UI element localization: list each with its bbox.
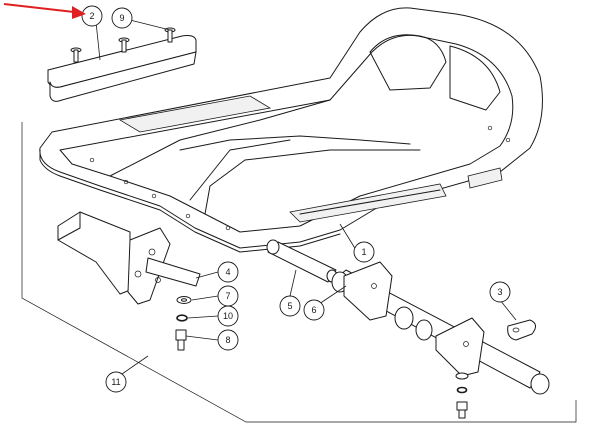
svg-text:5: 5 xyxy=(287,301,292,311)
axle-6 xyxy=(331,261,550,395)
bolt-8 xyxy=(175,329,187,351)
callout-4: 4 xyxy=(217,261,239,283)
highlight-arrow xyxy=(3,3,86,19)
callout-7: 7 xyxy=(217,285,239,307)
svg-text:11: 11 xyxy=(111,377,120,387)
callout-10: 10 xyxy=(217,305,239,327)
svg-text:4: 4 xyxy=(225,267,230,277)
assembly-11-boundary xyxy=(21,122,577,423)
callout-1: 1 xyxy=(353,241,375,263)
svg-text:3: 3 xyxy=(497,287,502,297)
shaft-5 xyxy=(266,239,338,283)
left-bracket xyxy=(57,211,201,305)
nut-10 xyxy=(176,314,188,322)
pin-3 xyxy=(507,319,536,341)
callout-8: 8 xyxy=(217,329,239,351)
right-nut xyxy=(456,386,468,394)
callout-3: 3 xyxy=(489,281,511,303)
svg-text:8: 8 xyxy=(225,335,230,345)
callout-9: 9 xyxy=(111,7,133,29)
leader-lines xyxy=(95,19,517,375)
screw-9-b xyxy=(118,37,130,53)
main-frame xyxy=(39,7,543,253)
right-washer xyxy=(455,372,469,380)
screw-9-a xyxy=(70,47,82,63)
cover-plate xyxy=(47,35,197,102)
callout-5: 5 xyxy=(279,295,301,317)
washer-7 xyxy=(176,296,192,304)
callout-2: 2 xyxy=(81,5,103,27)
svg-text:9: 9 xyxy=(119,13,124,23)
callout-11: 11 xyxy=(105,371,127,393)
svg-text:1: 1 xyxy=(361,247,366,257)
svg-text:2: 2 xyxy=(89,11,94,21)
svg-text:6: 6 xyxy=(311,305,316,315)
right-bolt xyxy=(456,401,468,419)
callout-6: 6 xyxy=(303,299,325,321)
svg-text:10: 10 xyxy=(223,311,233,321)
svg-text:7: 7 xyxy=(225,291,230,301)
